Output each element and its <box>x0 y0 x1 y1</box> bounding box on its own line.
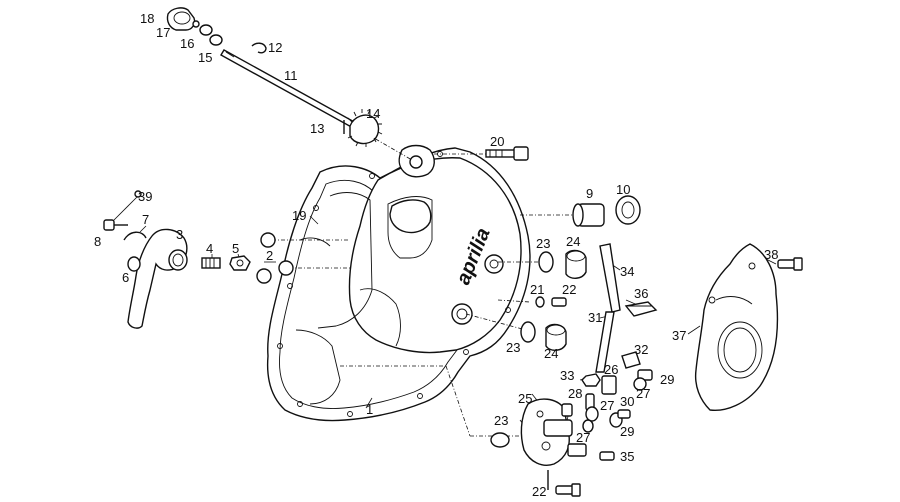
callout-19: 19 <box>292 208 306 223</box>
callout-21: 21 <box>530 282 544 297</box>
callout-7: 7 <box>142 212 149 227</box>
callout-15: 15 <box>198 50 212 65</box>
callout-22-b: 22 <box>532 484 546 499</box>
callout-30: 30 <box>620 394 634 409</box>
callout-27-b: 27 <box>600 398 614 413</box>
callout-8: 8 <box>94 234 101 249</box>
callout-23-c: 23 <box>494 413 508 428</box>
callout-36: 36 <box>634 286 648 301</box>
shaft-assembly <box>166 7 383 147</box>
callout-10: 10 <box>616 182 630 197</box>
callout-28: 28 <box>568 386 582 401</box>
callout-29-a: 29 <box>660 372 674 387</box>
callout-labels: 18 17 16 15 12 11 13 14 20 39 7 8 3 4 5 … <box>94 11 778 499</box>
callout-26: 26 <box>604 362 618 377</box>
callout-27-a: 27 <box>636 386 650 401</box>
callout-22: 22 <box>562 282 576 297</box>
callout-14: 14 <box>366 106 380 121</box>
callout-27-c: 27 <box>576 430 590 445</box>
callout-17: 17 <box>156 25 170 40</box>
callout-18: 18 <box>140 11 154 26</box>
callout-6: 6 <box>122 270 129 285</box>
callout-11: 11 <box>284 68 298 83</box>
callout-33: 33 <box>560 368 574 383</box>
callout-37: 37 <box>672 328 686 343</box>
callout-5: 5 <box>232 241 239 256</box>
guard-part-37 <box>694 243 803 411</box>
callout-2: 2 <box>266 248 273 263</box>
right-side-parts <box>490 195 658 448</box>
callout-20: 20 <box>490 134 504 149</box>
callout-4: 4 <box>206 241 213 256</box>
callout-38: 38 <box>764 247 778 262</box>
callout-35: 35 <box>620 449 634 464</box>
callout-32: 32 <box>634 342 648 357</box>
callout-23-b: 23 <box>506 340 520 355</box>
lever-assembly <box>103 190 294 329</box>
callout-39: 39 <box>138 189 152 204</box>
pump-assembly <box>520 351 653 497</box>
callout-31: 31 <box>588 310 602 325</box>
callout-24-a: 24 <box>566 234 580 249</box>
callout-34: 34 <box>620 264 634 279</box>
callout-23-a: 23 <box>536 236 550 251</box>
callout-1: 1 <box>366 402 373 417</box>
callout-25: 25 <box>518 391 532 406</box>
callout-16: 16 <box>180 36 194 51</box>
callout-13: 13 <box>310 121 324 136</box>
clutch-cover-part-1: aprilia <box>266 144 531 422</box>
bolt-part-20 <box>485 146 529 161</box>
callout-24-b: 24 <box>544 346 558 361</box>
callout-12: 12 <box>268 40 282 55</box>
callout-9: 9 <box>586 186 593 201</box>
callout-3: 3 <box>176 227 183 242</box>
callout-29-b: 29 <box>620 424 634 439</box>
